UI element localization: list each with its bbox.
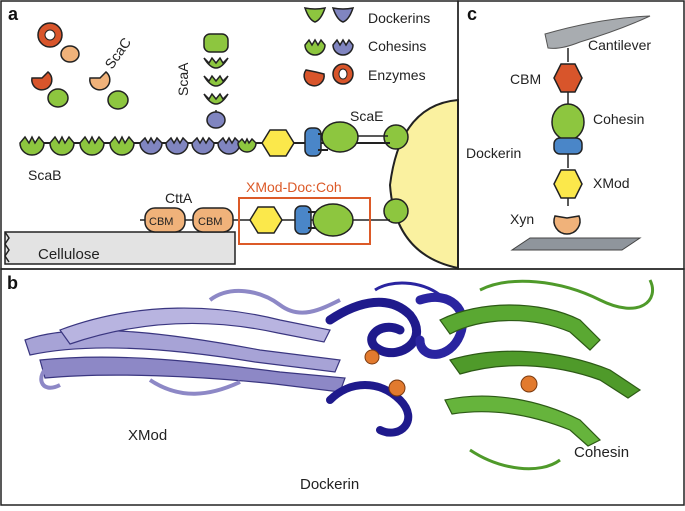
cohesin-loop-2 [469,448,561,471]
cell-anchor-bottom [383,198,409,224]
cellulose-break [4,231,10,263]
cellulose-block [4,231,236,265]
calcium-ion-2 [388,379,406,397]
label-cbm-2: CBM [198,216,222,228]
c-dockerin [553,137,583,155]
label-ctta: CttA [165,190,193,206]
calcium-ion-1 [364,349,380,365]
legend-enzyme-pacman-icon [303,69,325,87]
xmod-hexagon-top [261,129,295,157]
enzyme-peach-1 [60,45,80,63]
label-scab: ScaB [28,167,61,183]
cohesin-green-1 [19,135,45,156]
cohesin-strand-1 [439,304,601,351]
b-label-dockerin: Dockerin [300,476,359,493]
xmod-doc-coh-highlight [238,197,371,245]
c-xyn-enzyme [553,215,581,235]
scaa-cohesin-2 [203,74,229,87]
b-label-cohesin: Cohesin [574,444,629,461]
legend-cohesin-green-icon [304,38,326,56]
cohesin-loop-1 [479,279,654,310]
scaa-stack [203,33,229,129]
label-cbm-1: CBM [149,216,173,228]
legend-cohesin-purple-icon [332,38,354,56]
c-cohesin [551,103,585,141]
cohesin-strand-3 [444,395,602,447]
xmod-loop-1 [208,288,341,315]
c-label-cohesin: Cohesin [593,111,644,127]
c-label-cbm: CBM [510,71,541,87]
xmod-ribbon [24,288,346,396]
c-label-xyn: Xyn [510,211,534,227]
calcium-ion-3 [520,375,538,393]
legend-cohesins-label: Cohesins [368,38,426,54]
c-label-xmod: XMod [593,175,630,191]
ctta-partner-cohesin [312,203,354,237]
scaa-purple-dockerin [206,111,226,129]
dockerin-blue-top [304,127,322,157]
c-cbm-hexagon [553,63,583,93]
scaa-top-block [203,33,229,53]
legend-dockerin-purple-icon [331,7,355,23]
cohesin-strand-2 [449,350,642,399]
xmod-hexagon-bottom [249,206,283,234]
c-xmod-hexagon [553,169,583,199]
cohesin-green-5 [237,137,257,153]
c-label-cantilever: Cantilever [588,37,651,53]
cohesin-purple-4 [217,136,241,155]
dockerin-green-1 [47,88,69,108]
panel-b-frame [0,268,685,506]
dockerin-ribbon [325,281,468,437]
panel-c-letter: c [467,4,477,24]
legend-dockerin-green-icon [303,7,327,23]
legend: Dockerins Cohesins Enzymes [303,7,430,87]
label-scac: ScaC [101,35,134,72]
b-label-xmod: XMod [128,427,167,444]
dockerin-helix-2 [415,292,468,359]
legend-enzymes-label: Enzymes [368,67,426,83]
label-xmod-doc-coh: XMod-Doc:Coh [246,179,342,195]
xmod-loop-2 [148,378,241,396]
scab-green-cohesins [19,135,135,156]
scaa-cohesin-3 [203,92,229,105]
dockerin-helix-1 [325,297,421,358]
scac-enzymes [31,22,129,110]
label-scae: ScaE [350,108,383,124]
scae-cohesin [321,121,359,153]
c-label-dockerin: Dockerin [466,145,521,161]
cohesin-green-2 [49,135,75,156]
scab-purple-cohesins [139,136,241,155]
label-scaa: ScaA [175,62,191,96]
cohesin-purple-2 [165,136,189,155]
panel-c-stack [510,15,651,251]
legend-dockerins-label: Dockerins [368,10,430,26]
ctta-cbm-2 [192,207,234,233]
dockerin-helix-3 [326,381,413,437]
scaa-cohesin-1 [203,56,229,69]
cohesin-green-4 [109,135,135,156]
enzyme-peach-2 [89,70,111,91]
cohesin-purple-3 [191,136,215,155]
cohesin-ribbon [439,279,654,471]
panel-b-letter: b [7,273,18,293]
enzyme-red-1-hole [44,29,56,41]
cohesin-green-3 [79,135,105,156]
dockerin-blue-bottom [294,205,312,235]
ctta-cbm-1 [144,207,186,233]
legend-enzyme-ring-hole [338,68,348,80]
dockerin-loop [374,281,441,297]
xmod-loop-3 [39,363,61,390]
c-surface-plate [510,237,642,251]
dockerin-green-2 [107,90,129,110]
panel-a-letter: a [8,4,19,24]
cell-anchor-top [383,124,409,150]
xmod-strand-3 [59,307,331,345]
cohesin-purple-1 [139,136,163,155]
label-cellulose: Cellulose [38,246,100,263]
cantilever-shape [544,15,651,49]
enzyme-red-2 [31,70,53,91]
